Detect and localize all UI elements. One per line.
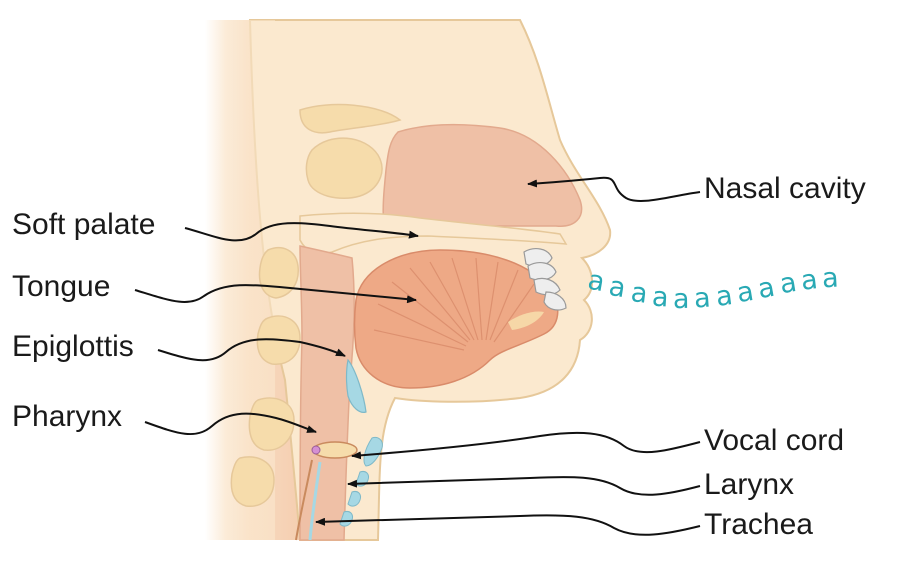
tongue-shape [353, 249, 559, 389]
leader-larynx [347, 476, 701, 496]
leader-pharynx [144, 412, 317, 436]
label-trachea: Trachea [704, 508, 813, 541]
sound-letter: a [693, 282, 713, 315]
sound-letter: a [713, 279, 735, 313]
trachea-wall [295, 459, 313, 541]
sound-letter: a [755, 271, 778, 305]
leader-trachea [315, 514, 701, 536]
leader-vocal-cord [351, 431, 701, 460]
sound-letter: a [585, 264, 608, 299]
skull-base-bone [299, 103, 402, 134]
palate [299, 212, 568, 255]
label-soft-palate: Soft palate [12, 208, 156, 241]
tongue-tip-highlight [508, 311, 544, 330]
sound-letter: a [673, 283, 690, 315]
teeth [523, 248, 567, 311]
sound-letter: a [777, 266, 799, 301]
sound-letter: a [821, 262, 840, 295]
sound-letter: a [628, 276, 649, 310]
label-tongue: Tongue [12, 270, 111, 303]
label-epiglottis: Epiglottis [12, 330, 134, 363]
label-vocal-cord: Vocal cord [704, 424, 845, 457]
leader-tongue [134, 284, 417, 304]
epiglottis-shape [345, 358, 367, 413]
sound-letter: a [734, 275, 756, 310]
pharynx-channel [299, 245, 355, 541]
leader-soft-palate [184, 222, 419, 242]
leader-nasal-cavity [527, 176, 701, 202]
trachea-inner-line [308, 461, 322, 541]
label-pharynx: Pharynx [12, 400, 123, 433]
sound-letter: a [606, 271, 629, 305]
vertebra-3 [248, 397, 295, 451]
vertebra-4 [230, 456, 275, 507]
cartilage-3 [347, 491, 361, 507]
nasal-cavity-shape [382, 123, 583, 230]
tongue-muscle-lines [373, 257, 535, 351]
sound-letter: a [798, 263, 819, 297]
leader-epiglottis [157, 338, 346, 362]
sinus-bone [305, 137, 383, 199]
label-nasal-cavity: Nasal cavity [704, 172, 866, 205]
sound-letter: a [650, 281, 670, 314]
vocal-cord-node [311, 445, 321, 455]
label-larynx: Larynx [704, 468, 795, 501]
